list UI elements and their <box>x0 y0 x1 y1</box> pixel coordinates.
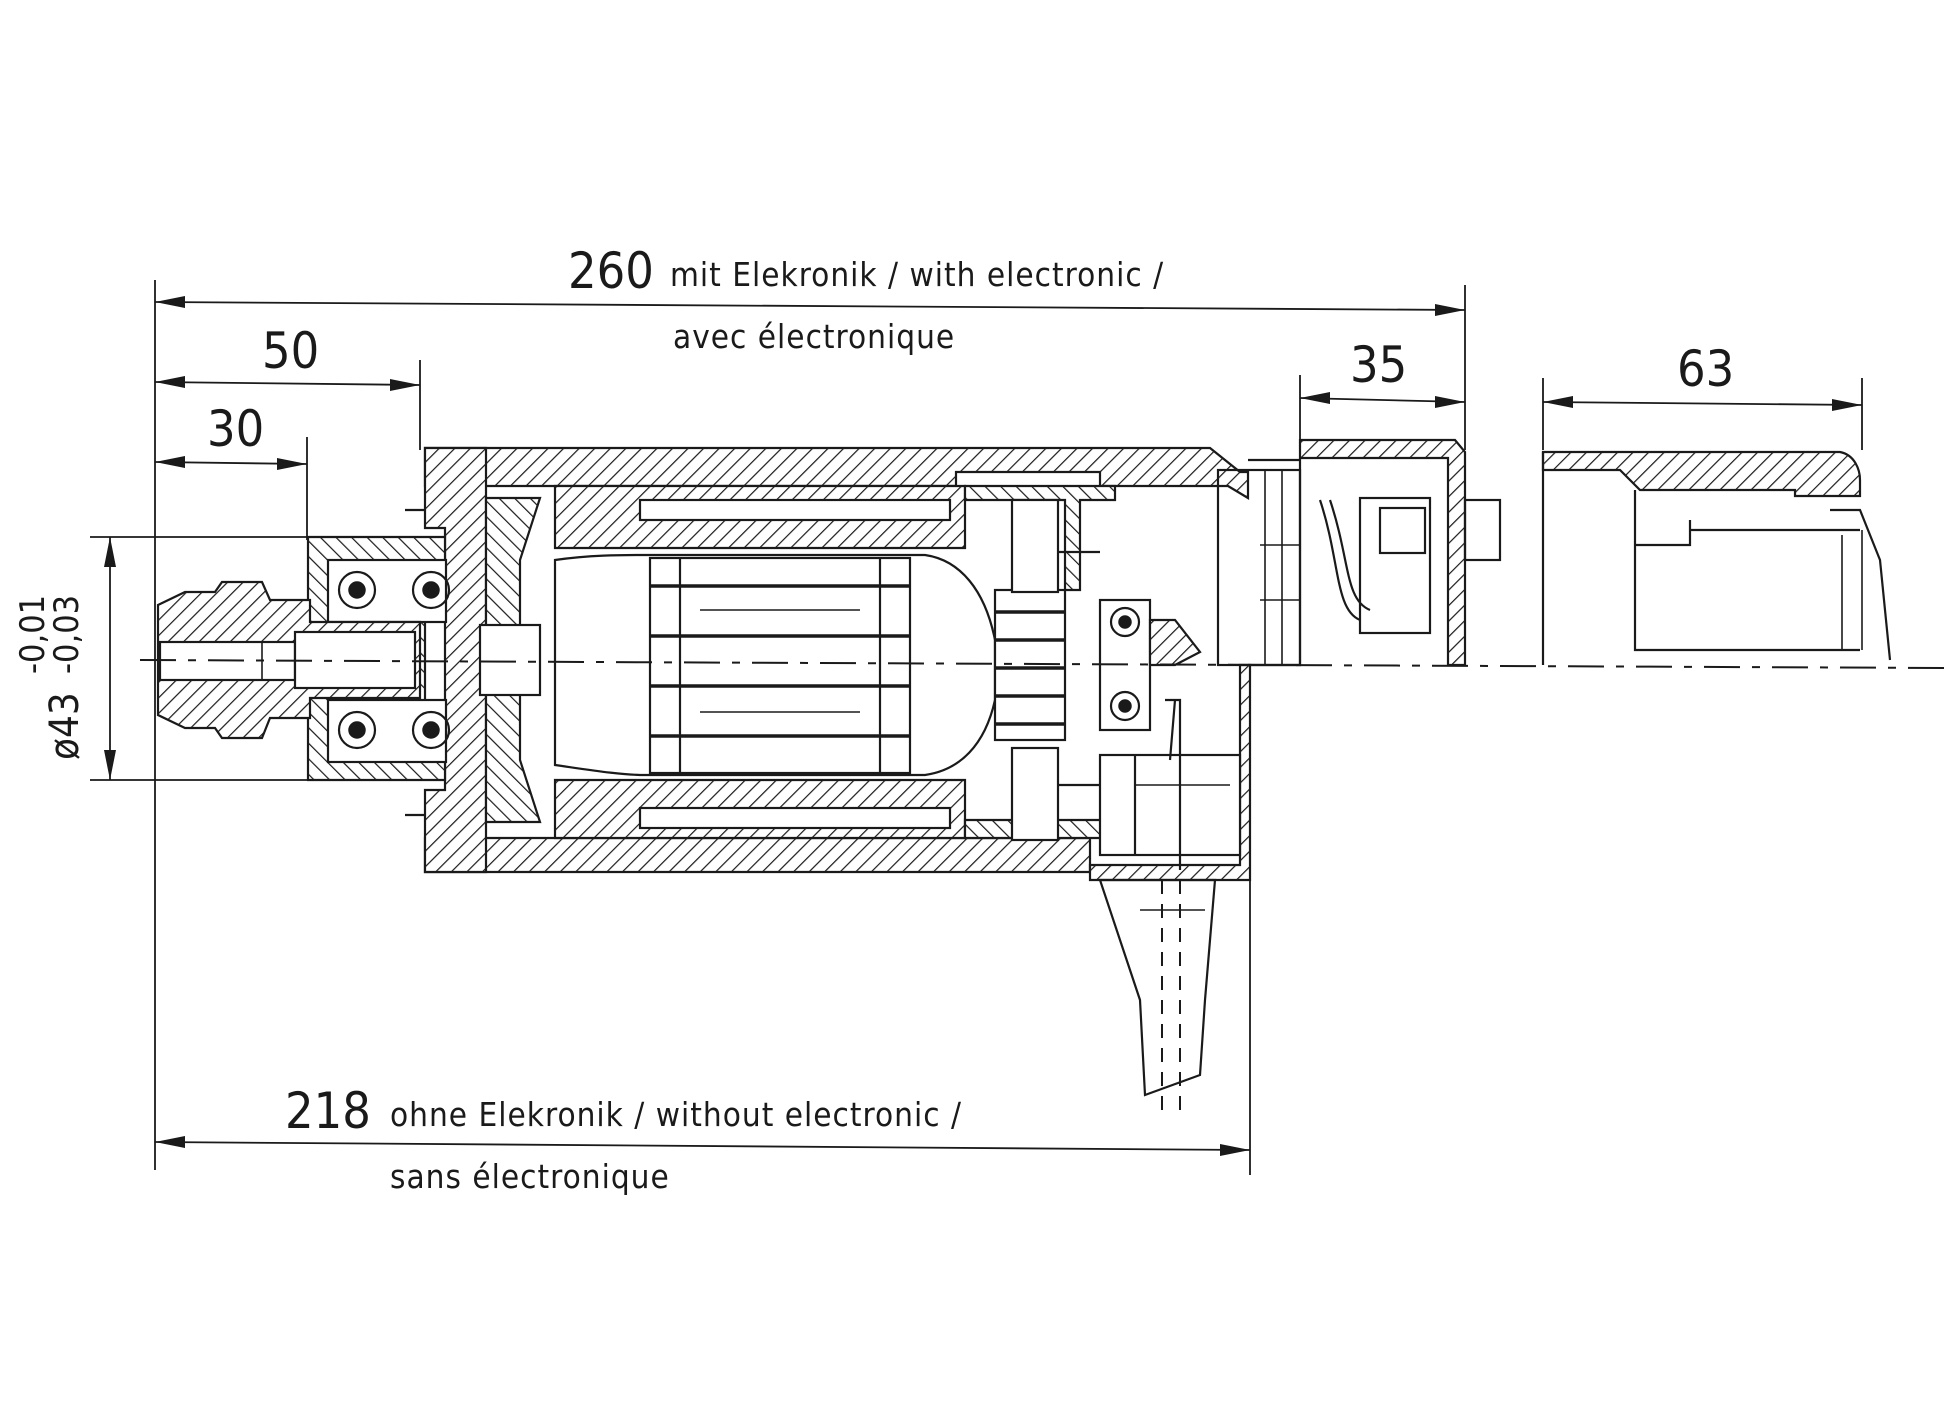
dim-260-text-line1: mit Elekronik / with electronic / <box>670 255 1164 294</box>
cable-gland <box>1098 698 1217 1110</box>
electronics-box <box>1216 438 1502 667</box>
dim-218-text-line2: sans électronique <box>390 1157 670 1196</box>
dim-35-value: 35 <box>1350 336 1407 394</box>
center-line <box>139 659 1951 669</box>
dim-218: 218 ohne Elekronik / without electronic … <box>285 1082 962 1196</box>
dim-diameter-tol-lower: -0,03 <box>47 595 87 674</box>
bearing-top <box>326 558 451 624</box>
dim-63-value: 63 <box>1677 340 1734 398</box>
dim-218-text-line1: ohne Elekronik / without electronic / <box>390 1095 962 1134</box>
rotor-laminations <box>648 556 912 775</box>
dim-260-value: 260 <box>568 242 654 300</box>
motor-body <box>156 438 1502 1110</box>
dim-260-text-line2: avec électronique <box>673 317 955 356</box>
dimension-lines <box>90 280 1863 1175</box>
dim-50-value: 50 <box>262 322 319 380</box>
dim-diameter-tol-upper: -0,01 <box>13 595 53 674</box>
dim-diameter: ø43 -0,01 -0,03 <box>13 595 88 760</box>
bearing-bottom <box>326 698 451 764</box>
end-cover <box>1541 450 1892 665</box>
dim-218-value: 218 <box>285 1082 371 1140</box>
dim-diameter-symbol: ø43 <box>42 692 88 760</box>
dim-30-value: 30 <box>207 400 264 458</box>
dim-260: 260 mit Elekronik / with electronic / av… <box>568 242 1164 356</box>
